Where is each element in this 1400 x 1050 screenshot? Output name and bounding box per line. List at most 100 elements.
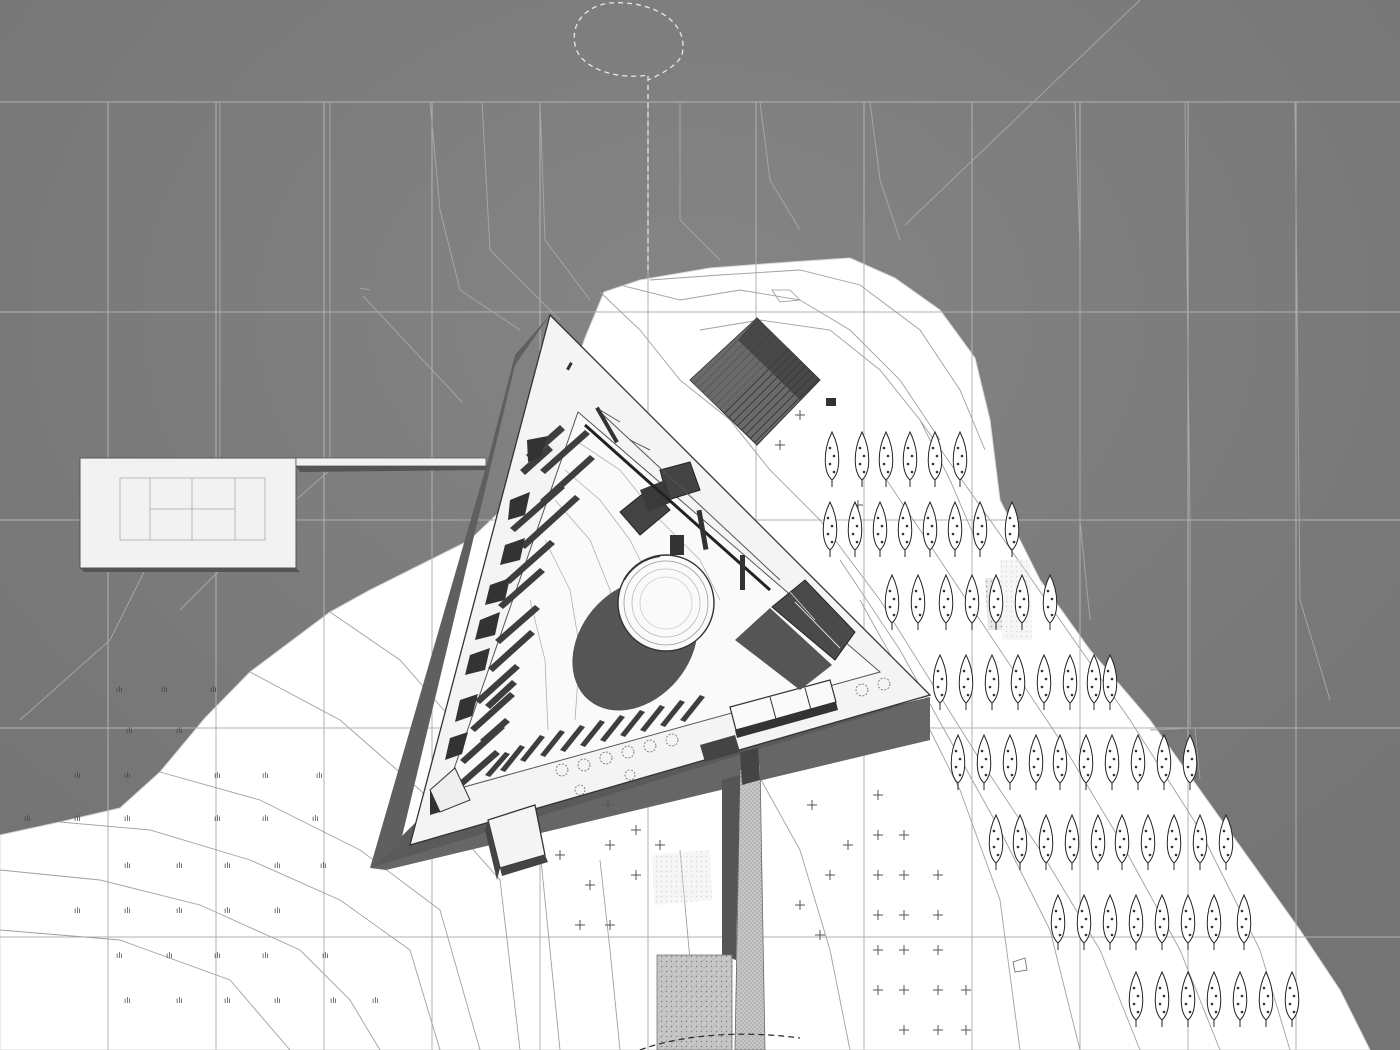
cypress-tree <box>1042 573 1058 630</box>
cypress-tree <box>976 733 992 790</box>
svg-text:ılı: ılı <box>372 996 379 1005</box>
svg-text:ılı: ılı <box>124 996 131 1005</box>
cypress-tree <box>1010 653 1026 710</box>
cypress-tree <box>988 573 1004 630</box>
cypress-tree <box>1038 813 1054 870</box>
svg-text:ılı: ılı <box>322 951 329 960</box>
small-structures <box>1012 957 1028 973</box>
cypress-tree <box>1156 733 1172 790</box>
cypress-tree <box>1258 970 1274 1027</box>
cypress-tree <box>1206 893 1222 950</box>
east-wing-rooms <box>619 461 856 690</box>
cypress-tree <box>1206 970 1222 1027</box>
cypress-tree <box>910 573 926 630</box>
cypress-tree <box>878 430 894 487</box>
svg-text:ılı: ılı <box>74 771 81 780</box>
svg-text:ılı: ılı <box>176 726 183 735</box>
svg-text:ılı: ılı <box>210 685 217 694</box>
cypress-tree <box>1114 813 1130 870</box>
svg-text:ılı: ılı <box>74 814 81 823</box>
cypress-tree <box>1130 733 1146 790</box>
svg-text:ılı: ılı <box>116 951 123 960</box>
cypress-tree <box>1078 733 1094 790</box>
svg-text:ılı: ılı <box>224 996 231 1005</box>
cypress-tree <box>1218 813 1234 870</box>
pier-platform <box>79 457 487 572</box>
svg-text:ılı: ılı <box>124 771 131 780</box>
svg-text:ılı: ılı <box>274 861 281 870</box>
cypress-tree <box>1090 813 1106 870</box>
cypress-tree <box>1086 653 1102 710</box>
cypress-tree <box>1154 970 1170 1027</box>
west-colonnade <box>455 425 595 789</box>
cypress-tree <box>1284 970 1300 1027</box>
cypress-tree <box>1128 970 1144 1027</box>
svg-text:ılı: ılı <box>262 951 269 960</box>
cypress-tree <box>1192 813 1208 870</box>
svg-text:ılı: ılı <box>124 861 131 870</box>
svg-text:ılı: ılı <box>330 996 337 1005</box>
cypress-tree <box>1052 733 1068 790</box>
cypress-tree <box>854 430 870 487</box>
site-grid <box>0 101 1400 1050</box>
cypress-tree <box>1232 970 1248 1027</box>
svg-text:ılı: ılı <box>124 906 131 915</box>
cypress-tree <box>972 500 988 557</box>
grass-tuft-markers: ılı ılı ılı ılı ılı ılı ılı ılı ılı ılı … <box>24 685 379 1005</box>
circular-pavilion <box>617 554 715 652</box>
cypress-tree <box>932 653 948 710</box>
cypress-tree <box>1012 813 1028 870</box>
svg-text:ılı: ılı <box>74 906 81 915</box>
cypress-tree <box>847 500 863 557</box>
hut-building <box>689 289 836 446</box>
cypress-tree <box>902 430 918 487</box>
cypress-tree <box>822 500 838 557</box>
cypress-tree <box>1154 893 1170 950</box>
svg-text:ılı: ılı <box>224 861 231 870</box>
cypress-tree <box>1166 813 1182 870</box>
svg-text:ılı: ılı <box>124 814 131 823</box>
cross-markers <box>555 410 971 1035</box>
svg-text:ılı: ılı <box>24 814 31 823</box>
cypress-tree <box>1182 733 1198 790</box>
cypress-tree <box>1102 893 1118 950</box>
cypress-tree <box>988 813 1004 870</box>
cypress-tree <box>1236 893 1252 950</box>
svg-text:ılı: ılı <box>176 996 183 1005</box>
svg-text:ılı: ılı <box>166 951 173 960</box>
svg-text:ılı: ılı <box>214 814 221 823</box>
cypress-tree <box>1102 653 1118 710</box>
cypress-tree-grove <box>822 430 1300 1027</box>
cypress-tree <box>1140 813 1156 870</box>
cypress-tree <box>927 430 943 487</box>
cypress-tree <box>952 430 968 487</box>
svg-text:ılı: ılı <box>176 906 183 915</box>
cypress-tree <box>947 500 963 557</box>
cypress-tree <box>938 573 954 630</box>
svg-text:ılı: ılı <box>262 814 269 823</box>
south-wing-rooms <box>700 679 838 762</box>
cypress-tree <box>1062 653 1078 710</box>
sea-contours <box>19 0 1331 728</box>
cypress-tree <box>1128 893 1144 950</box>
cypress-tree <box>884 573 900 630</box>
south-colonnade <box>485 695 705 777</box>
svg-text:ılı: ılı <box>126 726 133 735</box>
cypress-tree <box>958 653 974 710</box>
dashed-route <box>573 2 684 270</box>
cypress-tree <box>1028 733 1044 790</box>
cypress-tree <box>1002 733 1018 790</box>
svg-text:ılı: ılı <box>320 861 327 870</box>
svg-text:ılı: ılı <box>316 771 323 780</box>
cypress-tree <box>824 430 840 487</box>
cypress-tree <box>1004 500 1020 557</box>
svg-text:ılı: ılı <box>116 685 123 694</box>
cypress-tree <box>922 500 938 557</box>
cypress-tree <box>1014 573 1030 630</box>
entrance-structure <box>485 804 548 880</box>
cypress-tree <box>964 573 980 630</box>
cypress-tree <box>1064 813 1080 870</box>
svg-text:ılı: ılı <box>312 814 319 823</box>
cypress-tree <box>1036 653 1052 710</box>
